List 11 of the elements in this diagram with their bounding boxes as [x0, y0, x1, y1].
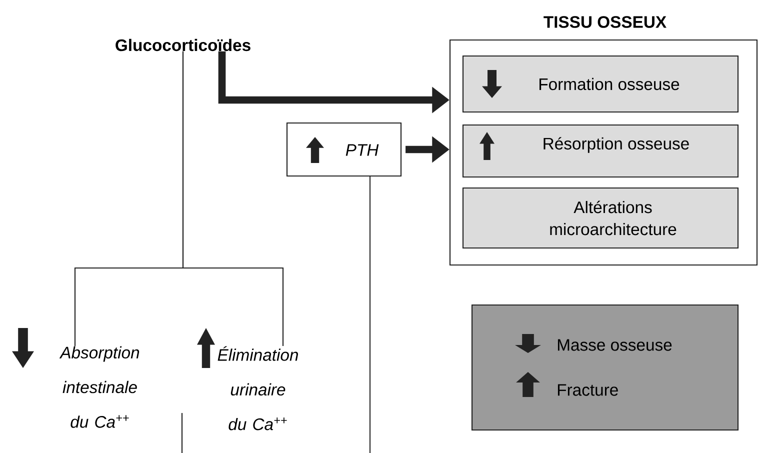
panel-heading: TISSU OSSEUX: [544, 16, 666, 28]
connector-line: [369, 176, 371, 453]
effect-box: Résorption osseuse: [462, 124, 739, 178]
effect-label: Élimination urinaire du Ca$^{++}$: [218, 346, 298, 430]
effect-box: Altérations microarchitecture: [462, 187, 739, 249]
effect-box: Formation osseuse: [462, 55, 739, 113]
outcome-box: Masse osseuse Fracture: [471, 304, 739, 431]
effect-label: Absorption intestinale du Ca$^{++}$: [59, 346, 140, 428]
hormone-box: PTH: [286, 122, 402, 177]
connector-line: [182, 51, 284, 346]
cause-label: Glucocorticoïdes: [116, 38, 250, 52]
